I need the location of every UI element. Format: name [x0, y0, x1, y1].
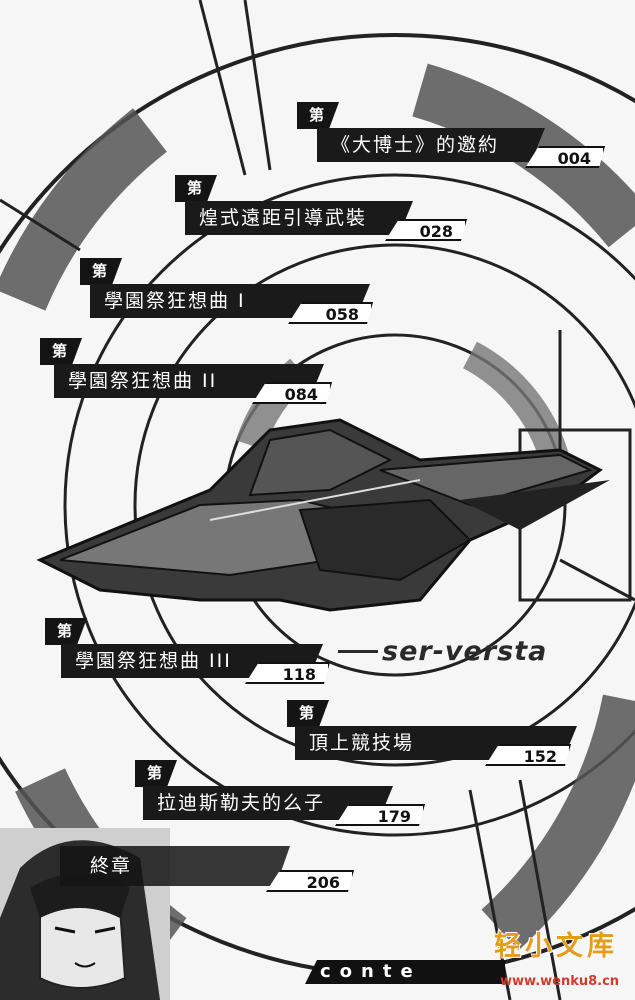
chapter-page-number: 004: [525, 146, 605, 168]
chapter-page-number: 206: [266, 870, 354, 892]
chapter-title: 拉迪斯勒夫的么子: [143, 786, 393, 820]
chapter-page-number: 179: [335, 804, 425, 826]
watermark-url: www.wenku8.cn: [500, 974, 620, 989]
chapter-page-number: 058: [288, 302, 373, 324]
chapter-title: 終章: [60, 846, 290, 886]
chapter-title: 《大博士》的邀約: [317, 128, 545, 162]
chapter-title: 煌式遠距引導武裝: [185, 201, 413, 235]
chapter-page-number: 118: [245, 662, 330, 684]
contents-footer-text: conte: [320, 961, 422, 982]
ship-illustration: [36, 418, 610, 612]
watermark-logo: 轻小文库: [494, 931, 618, 962]
chapter-page-number: 028: [385, 219, 467, 241]
contents-footer-bar: [305, 960, 505, 984]
chapter-page-number: 084: [252, 382, 332, 404]
chapter-title: 學園祭狂想曲 III: [61, 644, 323, 678]
ship-name-label: ser-versta: [337, 636, 548, 667]
chapter-page-number: 152: [485, 744, 571, 766]
